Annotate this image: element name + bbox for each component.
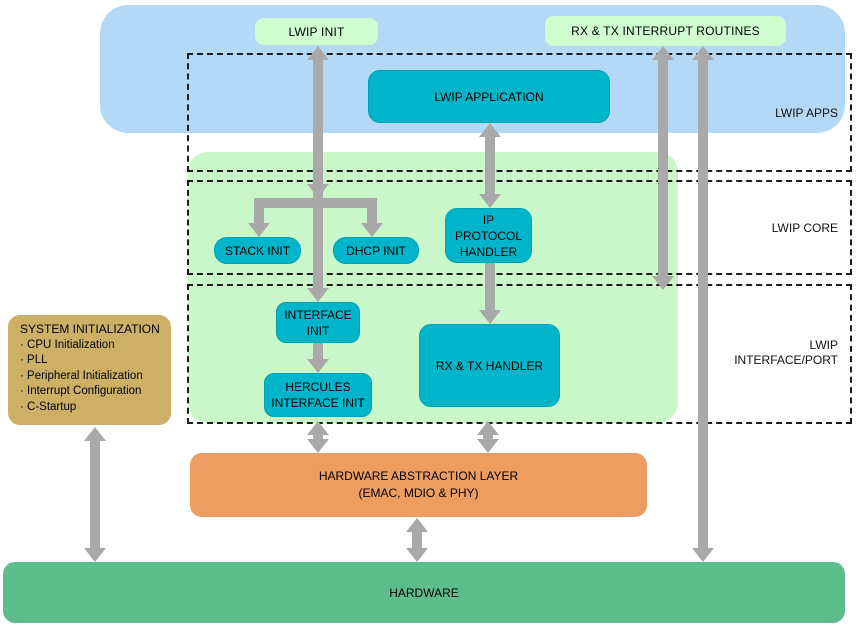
- interface-init-box: INTERFACE INIT: [276, 302, 360, 343]
- stack-init-box: STACK INIT: [214, 237, 301, 264]
- lwip-interface-port-label: LWIP INTERFACE/PORT: [734, 338, 838, 367]
- lwip-init-pill: LWIP INIT: [255, 18, 378, 45]
- lwip-interface-dashed-box: [187, 284, 852, 424]
- lwip-core-label: LWIP CORE: [771, 221, 838, 235]
- system-initialization-box: SYSTEM INITIALIZATION · CPU Initializati…: [8, 315, 171, 425]
- lwip-application-box: LWIP APPLICATION: [368, 70, 610, 123]
- system-init-item-interrupt: · Interrupt Configuration: [20, 385, 142, 398]
- dhcp-init-box: DHCP INIT: [333, 237, 419, 264]
- lwip-apps-dashed-box: [187, 53, 852, 172]
- ip-protocol-handler-box: IP PROTOCOL HANDLER: [445, 208, 532, 263]
- hardware-abstraction-layer-box: HARDWARE ABSTRACTION LAYER (EMAC, MDIO &…: [190, 453, 647, 517]
- lwip-core-dashed-box: [187, 180, 852, 275]
- system-init-item-peripheral: · Peripheral Initialization: [20, 369, 143, 382]
- system-init-item-cstartup: · C-Startup: [20, 400, 77, 413]
- hercules-interface-init-box: HERCULES INTERFACE INIT: [264, 373, 372, 417]
- hardware-box: HARDWARE: [3, 562, 845, 623]
- lwip-apps-label: LWIP APPS: [775, 106, 838, 120]
- system-init-item-pll: · PLL: [20, 354, 48, 367]
- system-initialization-title: SYSTEM INITIALIZATION: [20, 322, 160, 336]
- system-init-item-cpu: · CPU Initialization: [20, 339, 115, 351]
- rx-tx-interrupt-pill: RX & TX INTERRUPT ROUTINES: [545, 16, 786, 46]
- rx-tx-handler-box: RX & TX HANDLER: [419, 324, 560, 407]
